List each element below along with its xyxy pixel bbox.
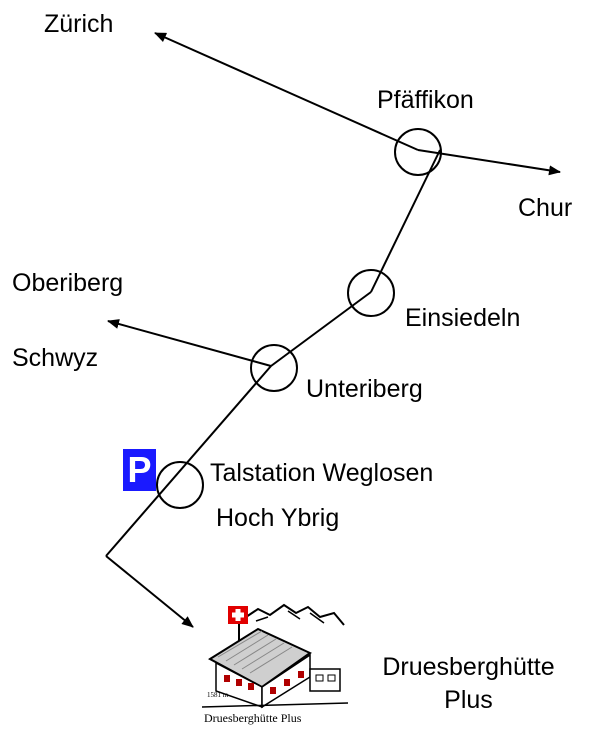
label-destination: Druesberghütte Plus xyxy=(356,651,581,717)
label-schwyz: Schwyz xyxy=(12,344,99,372)
label-chur: Chur xyxy=(518,194,573,222)
road-einsiedeln-unteriberg xyxy=(270,291,372,367)
parking-icon: P xyxy=(123,449,156,491)
label-oberiberg: Oberiberg xyxy=(12,269,124,297)
waypoint-circle-icon xyxy=(394,128,442,176)
label-destination-line2: Plus xyxy=(444,686,493,714)
label-unteriberg: Unteriberg xyxy=(306,375,423,403)
waypoint-circle-icon xyxy=(347,269,395,317)
label-destination-line1: Druesberghütte xyxy=(382,653,555,681)
label-talstation: Talstation Weglosen xyxy=(210,459,434,487)
mountain-icon xyxy=(242,603,345,626)
label-pfaffikon: Pfäffikon xyxy=(377,86,474,114)
label-zurich: Zürich xyxy=(44,10,114,38)
road-pfaffikon-einsiedeln xyxy=(370,149,441,293)
waypoint-circle-icon xyxy=(250,344,298,392)
road-unteriberg-talstation xyxy=(105,365,272,557)
label-einsiedeln: Einsiedeln xyxy=(405,304,521,332)
hut-logo: 1581 m Druesberghütte Plus xyxy=(198,595,353,728)
waypoint-circle-icon xyxy=(156,461,204,509)
label-hoch-ybrig: Hoch Ybrig xyxy=(216,504,340,532)
hut-altitude: 1581 m xyxy=(207,691,229,699)
road-to-oberiberg-schwyz xyxy=(107,319,272,367)
hut-logo-name: Druesberghütte Plus xyxy=(204,711,302,725)
hut-icon xyxy=(201,603,349,709)
road-to-zurich xyxy=(154,32,419,151)
road-to-hut xyxy=(105,555,194,628)
